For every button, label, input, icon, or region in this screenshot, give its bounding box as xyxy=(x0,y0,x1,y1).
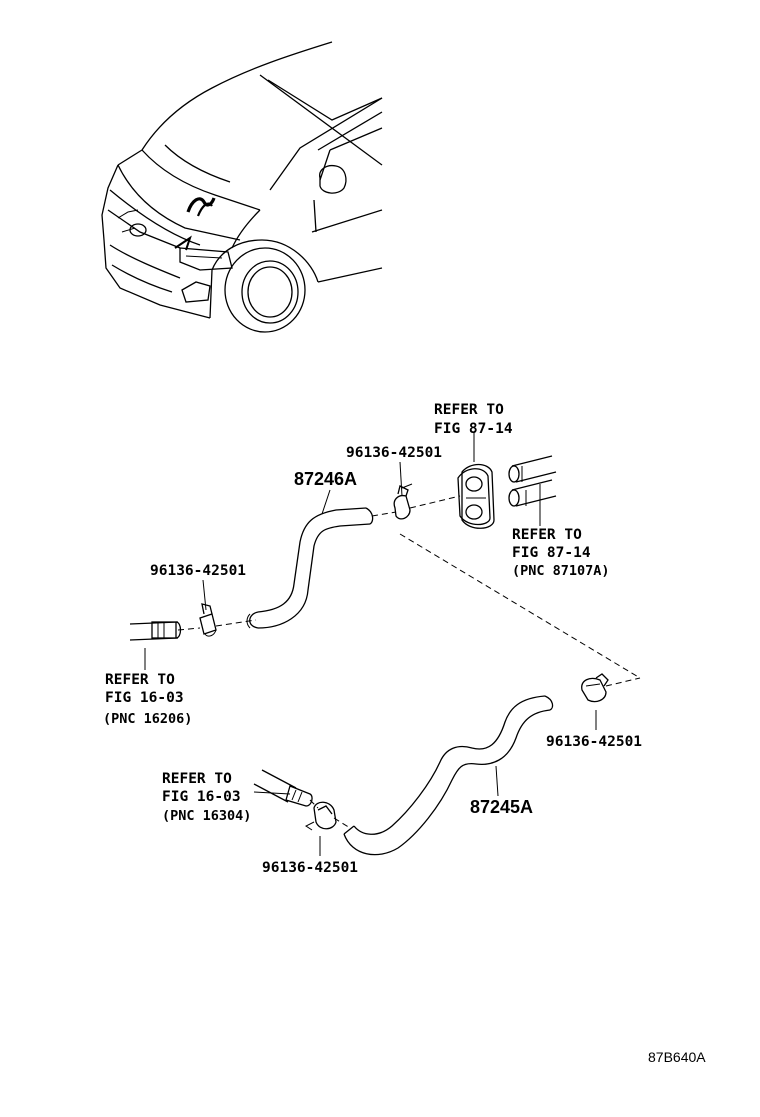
pipe-left xyxy=(129,621,182,641)
ref-right-line1: REFER TO xyxy=(512,527,582,543)
ref-bottom-line2: FIG 16-03 xyxy=(162,789,241,805)
grommet xyxy=(457,463,495,529)
part-label-hose-upper: 87246A xyxy=(294,469,357,489)
clamp-left xyxy=(199,603,217,637)
ref-bottom-line3: (PNC 16304) xyxy=(162,808,251,824)
ref-left-line3: (PNC 16206) xyxy=(103,711,192,727)
pipe-bottom xyxy=(253,769,313,807)
connection-lines xyxy=(177,495,641,829)
ref-left-line1: REFER TO xyxy=(105,672,175,688)
part-label-clamp-right: 96136-42501 xyxy=(546,734,642,750)
clamp-bottom xyxy=(305,801,337,831)
ref-right-line2: FIG 87-14 xyxy=(512,545,591,561)
part-label-clamp-top: 96136-42501 xyxy=(346,445,442,461)
part-label-hose-lower: 87245A xyxy=(470,797,533,817)
heater-pipes xyxy=(508,455,557,507)
leader-lines xyxy=(144,432,597,856)
clamp-top xyxy=(393,483,413,520)
clamp-right xyxy=(581,673,609,703)
ref-top-line2: FIG 87-14 xyxy=(434,421,513,437)
ref-left-line2: FIG 16-03 xyxy=(105,690,184,706)
part-label-clamp-left: 96136-42501 xyxy=(150,563,246,579)
diagram-id: 87B640A xyxy=(648,1049,706,1065)
part-label-clamp-bottom: 96136-42501 xyxy=(262,860,358,876)
car-overview-illustration xyxy=(101,41,383,333)
hose-87245a xyxy=(343,695,554,856)
ref-bottom-line1: REFER TO xyxy=(162,771,232,787)
ref-top-line1: REFER TO xyxy=(434,402,504,418)
hose-87246a xyxy=(246,507,374,629)
ref-right-line3: (PNC 87107A) xyxy=(512,563,610,579)
